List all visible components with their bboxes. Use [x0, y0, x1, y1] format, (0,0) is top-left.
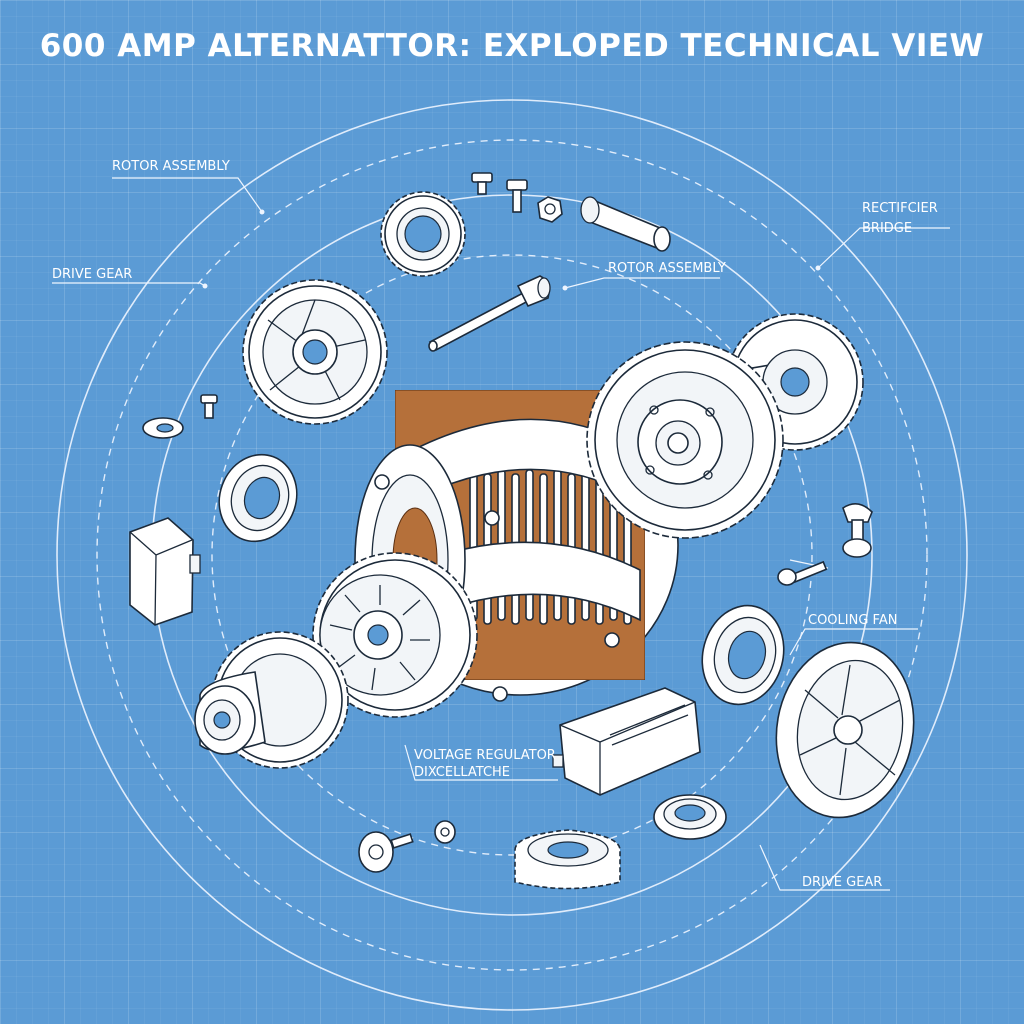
drive-gear-upper-left	[242, 279, 388, 425]
label-rectifier-bridge-line2: BRIDGE	[862, 221, 913, 236]
leader-rectifier	[817, 227, 950, 269]
screw-1	[471, 172, 493, 195]
leader-rotor-center	[564, 277, 720, 289]
small-gear-ring	[380, 191, 466, 277]
bushing-sleeve	[580, 196, 671, 252]
bottom-fasteners	[358, 820, 456, 873]
outer-guide-circle	[56, 99, 968, 1011]
cooling-fan	[775, 641, 915, 819]
leader-rotor-top	[112, 177, 263, 213]
leader-lines	[52, 177, 950, 891]
label-cooling-fan: COOLING FAN	[808, 613, 898, 628]
label-voltage-regulator-line2: DIXCELLATCHE	[414, 765, 511, 780]
inner-dashed-circle	[211, 254, 813, 856]
regulator-module-left	[129, 517, 201, 626]
label-rectifier-bridge-line1: RECTIFCIER	[862, 201, 938, 216]
right-fasteners	[777, 503, 873, 586]
screw-2	[506, 179, 528, 213]
guide-circles	[56, 99, 968, 1011]
leader-drive-gear-left	[52, 282, 206, 287]
drive-gear-right	[586, 313, 864, 539]
voltage-regulator	[552, 687, 701, 796]
label-drive-gear-left: DRIVE GEAR	[52, 267, 133, 282]
bolt-right-2	[777, 560, 828, 586]
bottom-pinion-gear	[514, 829, 621, 890]
label-rotor-assembly-top: ROTOR ASSEMBLY	[112, 159, 230, 174]
leader-voltage-regulator	[404, 744, 558, 781]
front-gear-stack	[194, 552, 478, 769]
outer-dashed-circle	[96, 139, 928, 971]
label-voltage-regulator-line1: VOLTAGE REGULATOR	[414, 748, 556, 763]
bolt-right-1	[842, 503, 873, 558]
nut-top	[537, 196, 563, 223]
bearing-right	[701, 604, 785, 706]
top-fasteners	[471, 172, 671, 252]
leader-drive-gear-bottom	[759, 844, 890, 891]
leader-dot	[815, 265, 821, 271]
label-drive-gear-bottom: DRIVE GEAR	[802, 875, 883, 890]
left-fasteners	[142, 394, 218, 439]
leader-dot	[202, 283, 208, 289]
bearing-left	[218, 453, 298, 543]
rotor-shaft	[428, 275, 551, 352]
label-rotor-assembly-center: ROTOR ASSEMBLY	[608, 261, 726, 276]
leader-dot	[562, 285, 568, 291]
leader-cooling-fan	[789, 628, 918, 656]
leader-dot	[259, 209, 265, 215]
bearing-bottom	[653, 794, 727, 840]
diagram-title: 600 AMP ALTERNATTOR: EXPLOPED TECHNICAL …	[39, 28, 985, 64]
